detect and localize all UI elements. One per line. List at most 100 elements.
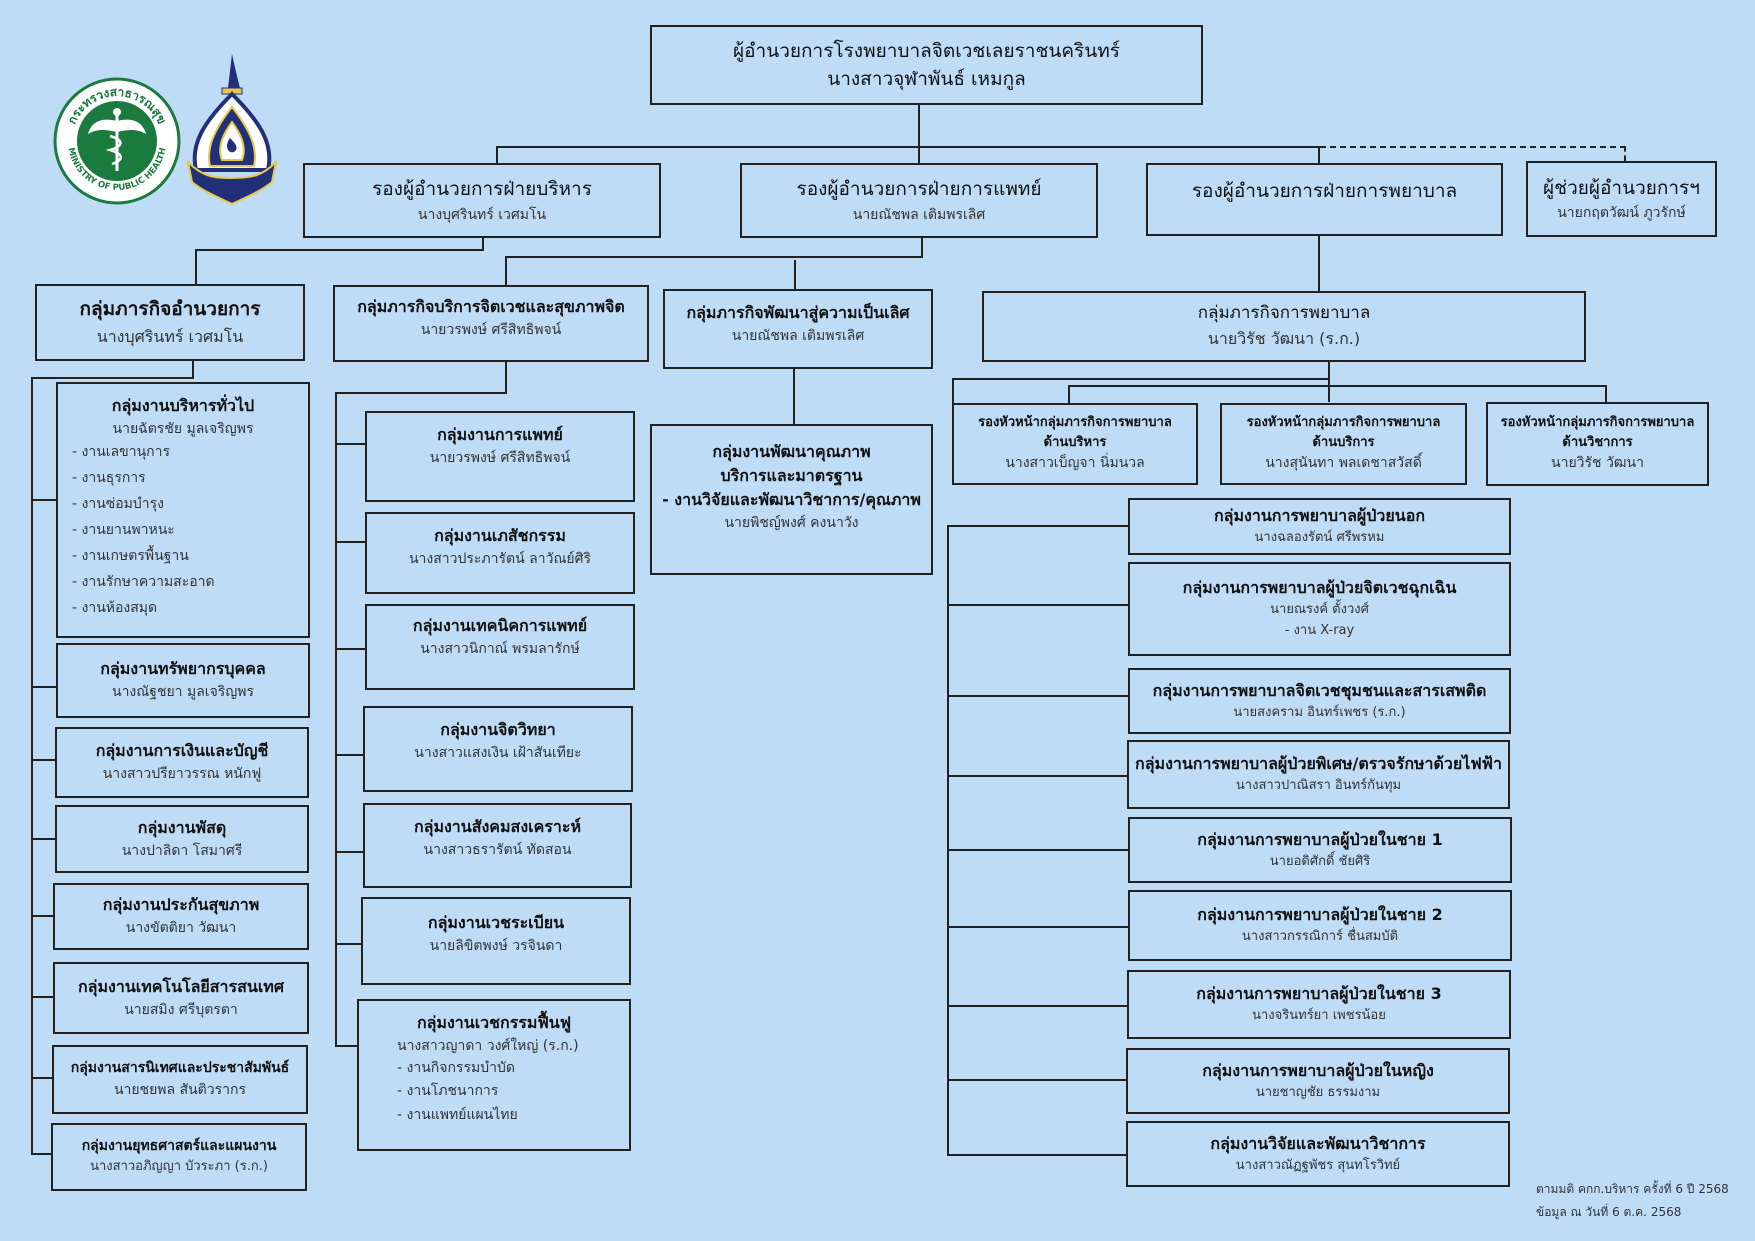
nursing-deputy-name: นางสุนันทา พลเดชาสวัสดิ์ [1265,455,1422,472]
connector [952,378,1330,380]
mission-group-excellence[interactable]: กลุ่มภารกิจพัฒนาสู่ความเป็นเลิศ นายณัชพล… [663,289,933,369]
unit-quality-development[interactable]: กลุ่มงานพัฒนาคุณภาพ บริการและมาตรฐาน - ง… [650,424,933,575]
connector [31,499,56,501]
sub-unit: - งานยานพาหนะ [72,522,175,539]
unit-outpatient-nursing[interactable]: กลุ่มงานการพยาบาลผู้ป่วยนอก นางฉลองรัตน์… [1128,498,1511,555]
connector [1605,385,1607,402]
deputy-admin-box[interactable]: รองผู้อำนวยการฝ่ายบริหาร นางบุศรินทร์ เว… [303,163,661,238]
sub-unit: - งานกิจกรรมบำบัด [397,1060,515,1077]
unit-title: กลุ่มงานการเงินและบัญชี [95,741,269,761]
connector [947,1154,1126,1156]
connector [1068,385,1070,403]
unit-head: นางจรินทร์ยา เพชรน้อย [1252,1008,1386,1024]
unit-male-inpatient-1[interactable]: กลุ่มงานการพยาบาลผู้ป่วยในชาย 1 นายอดิศั… [1128,817,1512,883]
unit-title: กลุ่มงานประกันสุขภาพ [102,895,260,915]
unit-head: นายพิชญ์พงศ์ คงนาวัง [724,515,859,531]
group-head: นางบุศรินทร์ เวศมโน [96,326,244,346]
unit-head: นางสาวปรียาวรรณ หนักฟู [102,766,262,783]
unit-medical[interactable]: กลุ่มงานการแพทย์ นายวรพงษ์ ศรีสิทธิพจน์ [365,411,635,502]
connector [335,851,363,853]
unit-human-resources[interactable]: กลุ่มงานทรัพยากรบุคคล นางณัฐชยา มูลเจริญ… [56,643,310,718]
deputy-title: รองผู้อำนวยการฝ่ายบริหาร [372,178,592,201]
moph-logo: กระทรวงสาธารณสุข MINISTRY OF PUBLIC HEAL… [52,76,182,206]
unit-emergency-psychiatric-nursing[interactable]: กลุ่มงานการพยาบาลผู้ป่วยจิตเวชฉุกเฉิน นา… [1128,562,1511,656]
unit-general-admin[interactable]: กลุ่มงานบริหารทั่วไป นายฉัตรชัย มูลเจริญ… [56,382,310,638]
connector [496,146,498,163]
unit-supplies[interactable]: กลุ่มงานพัสดุ นางปาลิดา โสมาศรี [55,805,309,873]
unit-head: นางสาวแสงเงิน เฝ้าสันเทียะ [414,745,582,761]
sub-unit: - งานธุรการ [72,470,146,487]
unit-head: นายสงคราม อินทร์เพชร (ร.ก.) [1233,704,1406,720]
connector [921,238,923,257]
dashed-connector [1624,146,1626,161]
unit-medical-records[interactable]: กลุ่มงานเวชระเบียน นายลิขิตพงษ์ วรจินดา [361,897,631,985]
mission-group-nursing[interactable]: กลุ่มภารกิจการพยาบาล นายวิรัช วัฒนา (ร.ก… [982,291,1586,362]
sub-unit: - งานโภชนาการ [397,1083,499,1100]
connector [335,1045,357,1047]
deputy-title: รองผู้อำนวยการฝ่ายการพยาบาล [1191,180,1458,202]
director-name: นางสาวจุฬาพันธ์ เหมกูล [827,68,1026,90]
deputy-nursing-box[interactable]: รองผู้อำนวยการฝ่ายการพยาบาล [1146,163,1503,236]
connector [947,604,1128,606]
unit-male-inpatient-3[interactable]: กลุ่มงานการพยาบาลผู้ป่วยในชาย 3 นางจรินท… [1127,970,1511,1039]
unit-head: นางฉลองรัตน์ ศรีพรหม [1254,530,1385,546]
unit-head: นางณัฐชยา มูลเจริญพร [112,684,254,701]
unit-title: กลุ่มงานสารนิเทศและประชาสัมพันธ์ [70,1059,290,1076]
nursing-deputy-academic[interactable]: รองหัวหน้ากลุ่มภารกิจการพยาบาล ด้านวิชาก… [1486,402,1709,486]
unit-head: นางสาวประภารัตน์ ลาวัณย์ศิริ [408,551,592,567]
unit-title: กลุ่มงานทรัพยากรบุคคล [100,659,266,679]
connector [195,249,484,251]
connector [195,249,197,284]
unit-rehabilitation[interactable]: กลุ่มงานเวชกรรมฟื้นฟู นางสาวญาดา วงศ์ใหญ… [357,999,631,1151]
nursing-deputy-service[interactable]: รองหัวหน้ากลุ่มภารกิจการพยาบาล ด้านบริกา… [1220,403,1467,485]
connector [794,260,796,289]
deputy-title: รองผู้อำนวยการฝ่ายการแพทย์ [796,178,1042,201]
connector [793,369,795,425]
unit-head: นางสาวกรรณิการ์ ชื่นสมบัติ [1241,929,1399,945]
footer-resolution: ตามมติ คกก.บริหาร ครั้งที่ 6 ปี 2568 [1536,1182,1729,1196]
connector [918,146,920,163]
sub-unit: - งานเลขานุการ [72,444,170,461]
group-title: กลุ่มภารกิจพัฒนาสู่ความเป็นเลิศ [686,303,910,322]
unit-pharmacy[interactable]: กลุ่มงานเภสัชกรรม นางสาวประภารัตน์ ลาวัณ… [365,512,635,594]
connector [31,996,53,998]
group-head: นายวรพงษ์ ศรีสิทธิพจน์ [420,322,562,338]
unit-strategy-planning[interactable]: กลุ่มงานยุทธศาสตร์และแผนงาน นางสาวอภิญญา… [51,1123,307,1191]
footer-date: ข้อมูล ณ วันที่ 6 ต.ค. 2568 [1536,1204,1682,1219]
unit-female-inpatient[interactable]: กลุ่มงานการพยาบาลผู้ป่วยในหญิง นายชาญชัย… [1126,1048,1510,1114]
unit-social-work[interactable]: กลุ่มงานสังคมสงเคราะห์ นางสาวธรารัตน์ ทั… [363,803,632,888]
unit-information-technology[interactable]: กลุ่มงานเทคโนโลยีสารสนเทศ นายสมิง ศรีบุต… [53,962,309,1034]
connector [947,1079,1126,1081]
unit-medical-technology[interactable]: กลุ่มงานเทคนิคการแพทย์ นางสาวนิกาณ์ พรมล… [365,604,635,690]
unit-title: กลุ่มงานเวชกรรมฟื้นฟู [416,1013,572,1032]
nursing-deputy-admin[interactable]: รองหัวหน้ากลุ่มภารกิจการพยาบาล ด้านบริหา… [952,403,1198,485]
hospital-logo [182,52,282,207]
unit-community-psychiatric-nursing[interactable]: กลุ่มงานการพยาบาลจิตเวชชุมชนและสารเสพติด… [1128,668,1511,734]
unit-title: กลุ่มงานการพยาบาลผู้ป่วยพิเศษ/ตรวจรักษาด… [1135,754,1502,774]
unit-finance[interactable]: กลุ่มงานการเงินและบัญชี นางสาวปรียาวรรณ … [55,727,309,798]
unit-public-relations[interactable]: กลุ่มงานสารนิเทศและประชาสัมพันธ์ นายชยพล… [52,1045,308,1114]
unit-head: นางสาวธรารัตน์ ทัดสอน [423,842,572,858]
unit-title: กลุ่มงานเภสัชกรรม [434,526,566,545]
unit-head: นางขัตติยา วัฒนา [125,920,237,937]
group-title: กลุ่มภารกิจอำนวยการ [79,298,261,321]
unit-title: กลุ่มงานการพยาบาลจิตเวชชุมชนและสารเสพติด [1152,680,1487,700]
connector [31,759,55,761]
unit-title: กลุ่มงานเทคนิคการแพทย์ [412,616,588,635]
director-box[interactable]: ผู้อำนวยการโรงพยาบาลจิตเวชเลยราชนครินทร์… [650,25,1203,105]
assistant-director-box[interactable]: ผู้ช่วยผู้อำนวยการฯ นายกฤตวัฒน์ ภูวรักษ์ [1526,161,1717,237]
connector [482,238,484,250]
connector [496,146,1318,148]
mission-group-admin[interactable]: กลุ่มภารกิจอำนวยการ นางบุศรินทร์ เวศมโน [35,284,305,361]
deputy-medical-box[interactable]: รองผู้อำนวยการฝ่ายการแพทย์ นายณัชพล เติม… [740,163,1098,238]
sub-unit: - งาน X-ray [1284,623,1355,638]
unit-nursing-research[interactable]: กลุ่มงานวิจัยและพัฒนาวิชาการ นางสาวณัฏฐพ… [1126,1121,1510,1187]
unit-title: กลุ่มงานการพยาบาลผู้ป่วยในหญิง [1202,1060,1434,1080]
unit-male-inpatient-2[interactable]: กลุ่มงานการพยาบาลผู้ป่วยในชาย 2 นางสาวกร… [1128,890,1512,961]
unit-special-patient-nursing[interactable]: กลุ่มงานการพยาบาลผู้ป่วยพิเศษ/ตรวจรักษาด… [1127,740,1510,809]
mission-group-psychiatric[interactable]: กลุ่มภารกิจบริการจิตเวชและสุขภาพจิต นายว… [333,285,649,362]
connector [1068,385,1606,387]
group-head: นายวิรัช วัฒนา (ร.ก.) [1207,329,1361,349]
unit-health-insurance[interactable]: กลุ่มงานประกันสุขภาพ นางขัตติยา วัฒนา [53,883,309,950]
unit-psychology[interactable]: กลุ่มงานจิตวิทยา นางสาวแสงเงิน เฝ้าสันเท… [363,706,633,792]
